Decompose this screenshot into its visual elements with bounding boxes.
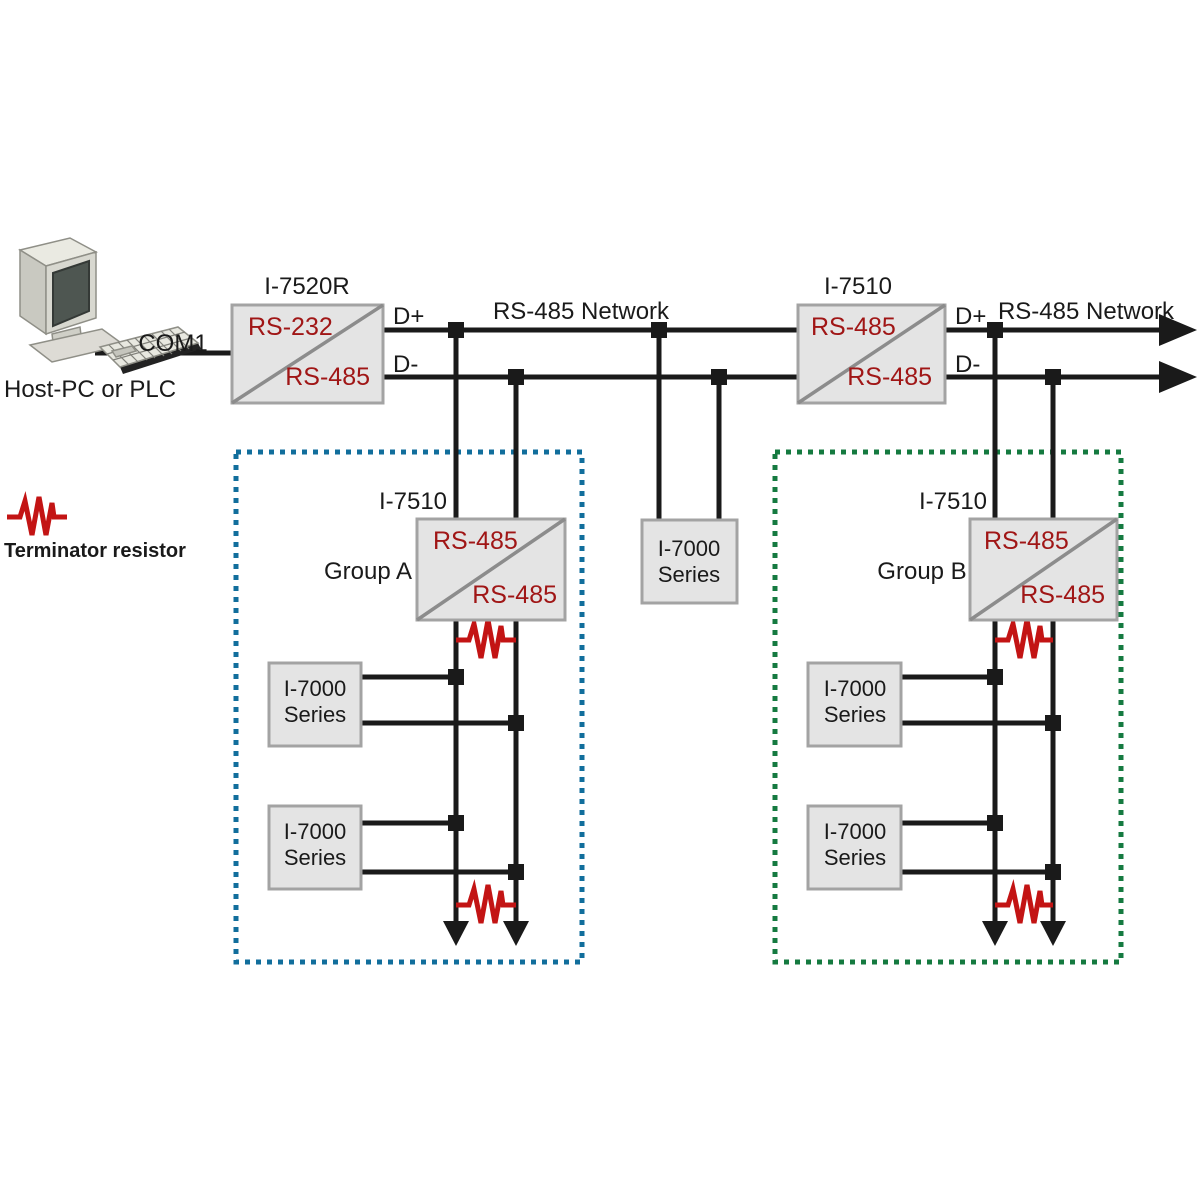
junction-dot xyxy=(508,864,524,880)
group-b-i7000-box-2 xyxy=(806,804,903,891)
group-b-device-1-label: I-7000 Series xyxy=(824,676,886,728)
group-b-boundary xyxy=(772,449,1124,965)
bus2-dplus-label: D+ xyxy=(955,303,987,330)
terminator-resistor-icon xyxy=(995,879,1053,924)
host-pc-icon xyxy=(18,237,201,374)
legend-terminator-label: Terminator resistor xyxy=(4,540,186,562)
terminator-resistor-icon xyxy=(995,614,1053,659)
group-a-device-1-label: I-7000 Series xyxy=(284,676,346,728)
group-a-boundary xyxy=(233,449,585,965)
converter-output-label: RS-485 xyxy=(285,363,370,391)
middle-device-label: I-7000 Series xyxy=(658,536,720,588)
arrow-right-icon xyxy=(1159,314,1197,346)
bus1-dplus-label: D+ xyxy=(393,303,425,330)
group-b-repeater-box xyxy=(968,517,1119,622)
repeater-input-label: RS-485 xyxy=(811,313,896,341)
arrow-down-icon xyxy=(1040,921,1066,946)
junction-dot xyxy=(711,369,727,385)
group-a-name: Group A xyxy=(323,558,413,585)
group-a-i7000-box-1 xyxy=(267,661,363,748)
bus1-dminus-label: D- xyxy=(393,351,419,378)
arrow-down-icon xyxy=(982,921,1008,946)
junction-dot xyxy=(1045,715,1061,731)
converter-i7520r-box xyxy=(230,303,385,405)
junction-dot xyxy=(448,669,464,685)
group-b-device-2-label: I-7000 Series xyxy=(824,819,886,871)
device-name-line: Series xyxy=(283,845,347,870)
device-name-line: I-7000 xyxy=(657,536,721,561)
repeater-i7510-box xyxy=(796,303,947,405)
device-name-line: Series xyxy=(823,845,887,870)
group-b-name: Group B xyxy=(877,558,967,585)
com1-label: COM1 xyxy=(138,330,208,357)
junction-dot xyxy=(508,715,524,731)
group-a-repeater-box xyxy=(415,517,567,622)
device-name-line: I-7000 xyxy=(283,676,347,701)
arrow-right-icon xyxy=(1159,361,1197,393)
arrow-down-icon xyxy=(443,921,469,946)
monitor-screen xyxy=(52,259,90,328)
group-a-repeater-title: I-7510 xyxy=(378,488,448,515)
group-a-repeater-input: RS-485 xyxy=(433,527,518,555)
terminator-resistor-icon xyxy=(456,879,516,924)
group-b-repeater-input: RS-485 xyxy=(984,527,1069,555)
repeater-output-label: RS-485 xyxy=(847,363,932,391)
device-name-line: I-7000 xyxy=(823,676,887,701)
group-b-repeater-output: RS-485 xyxy=(1020,581,1105,609)
junction-dot xyxy=(448,815,464,831)
junction-dot xyxy=(1045,369,1061,385)
bus2-dminus-label: D- xyxy=(955,351,981,378)
converter-input-label: RS-232 xyxy=(248,313,333,341)
group-b-repeater-title: I-7510 xyxy=(918,488,988,515)
module-boxes xyxy=(230,303,1119,891)
junction-dot xyxy=(987,815,1003,831)
junction-dot xyxy=(508,369,524,385)
junction-dots xyxy=(448,322,1061,880)
bus1-network-label: RS-485 Network xyxy=(492,298,670,325)
terminator-resistor-icon xyxy=(456,614,516,659)
repeater-title: I-7510 xyxy=(823,273,893,300)
arrows xyxy=(443,314,1197,946)
host-label: Host-PC or PLC xyxy=(4,376,177,403)
middle-i7000-box xyxy=(640,518,739,605)
junction-dot xyxy=(1045,864,1061,880)
device-name-line: Series xyxy=(283,702,347,727)
device-name-line: I-7000 xyxy=(823,819,887,844)
group-a-i7000-box-2 xyxy=(267,804,363,891)
group-a-device-2-label: I-7000 Series xyxy=(284,819,346,871)
group-a-repeater-output: RS-485 xyxy=(472,581,557,609)
junction-dot xyxy=(987,322,1003,338)
wires xyxy=(95,327,1162,921)
terminator-resistor-icon xyxy=(7,491,67,536)
device-name-line: Series xyxy=(823,702,887,727)
converter-title: I-7520R xyxy=(264,273,350,300)
device-name-line: I-7000 xyxy=(283,819,347,844)
device-name-line: Series xyxy=(657,562,721,587)
bus2-network-label: RS-485 Network xyxy=(997,298,1175,325)
arrow-down-icon xyxy=(503,921,529,946)
junction-dot xyxy=(448,322,464,338)
junction-dot xyxy=(651,322,667,338)
group-b-i7000-box-1 xyxy=(806,661,903,748)
junction-dot xyxy=(987,669,1003,685)
